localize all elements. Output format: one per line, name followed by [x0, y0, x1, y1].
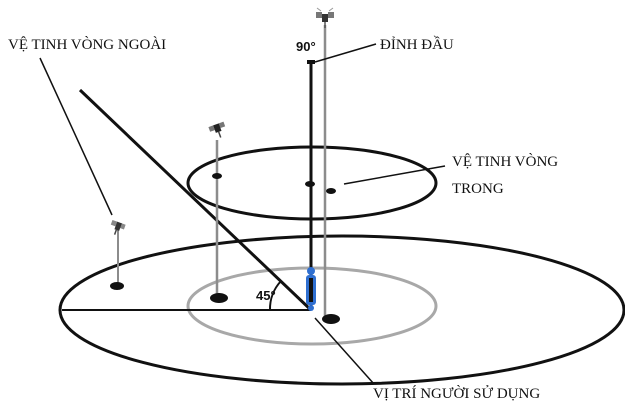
orbit-shadow-marker — [305, 181, 315, 187]
elevation-line — [78, 88, 313, 312]
zenith-angle-label: 90° — [296, 39, 316, 54]
inner-satellite-leader — [343, 165, 446, 185]
ground-shadow-marker — [322, 314, 340, 324]
satellite-icon — [110, 219, 126, 235]
zenith-label: ĐỈNH ĐẦU — [380, 36, 454, 53]
inner-satellite-label-line1: VỆ TINH VÒNG — [452, 153, 558, 170]
satellite-icon — [208, 121, 226, 138]
zenith-marker — [307, 60, 315, 64]
outer-satellite-leader — [39, 57, 113, 216]
orbit-shadow-marker — [326, 188, 336, 194]
orbit-shadow-marker — [212, 173, 222, 179]
inner-satellite-label-line2: TRONG — [452, 181, 504, 197]
ground-shadow-marker — [210, 293, 228, 303]
user-position-label: VỊ TRÍ NGƯỜI SỬ DỤNG — [373, 385, 540, 402]
elevation-angle-arc — [268, 280, 282, 311]
outer-ground-ring — [58, 234, 625, 386]
person-icon — [306, 267, 316, 311]
elevation-angle-label: 45° — [256, 288, 276, 303]
ground-shadow-marker — [110, 282, 124, 290]
user-position-leader — [314, 317, 375, 385]
outer-satellite-label: VỆ TINH VÒNG NGOÀI — [8, 36, 166, 53]
zenith-leader — [314, 43, 377, 63]
satellite-icon — [316, 7, 334, 28]
